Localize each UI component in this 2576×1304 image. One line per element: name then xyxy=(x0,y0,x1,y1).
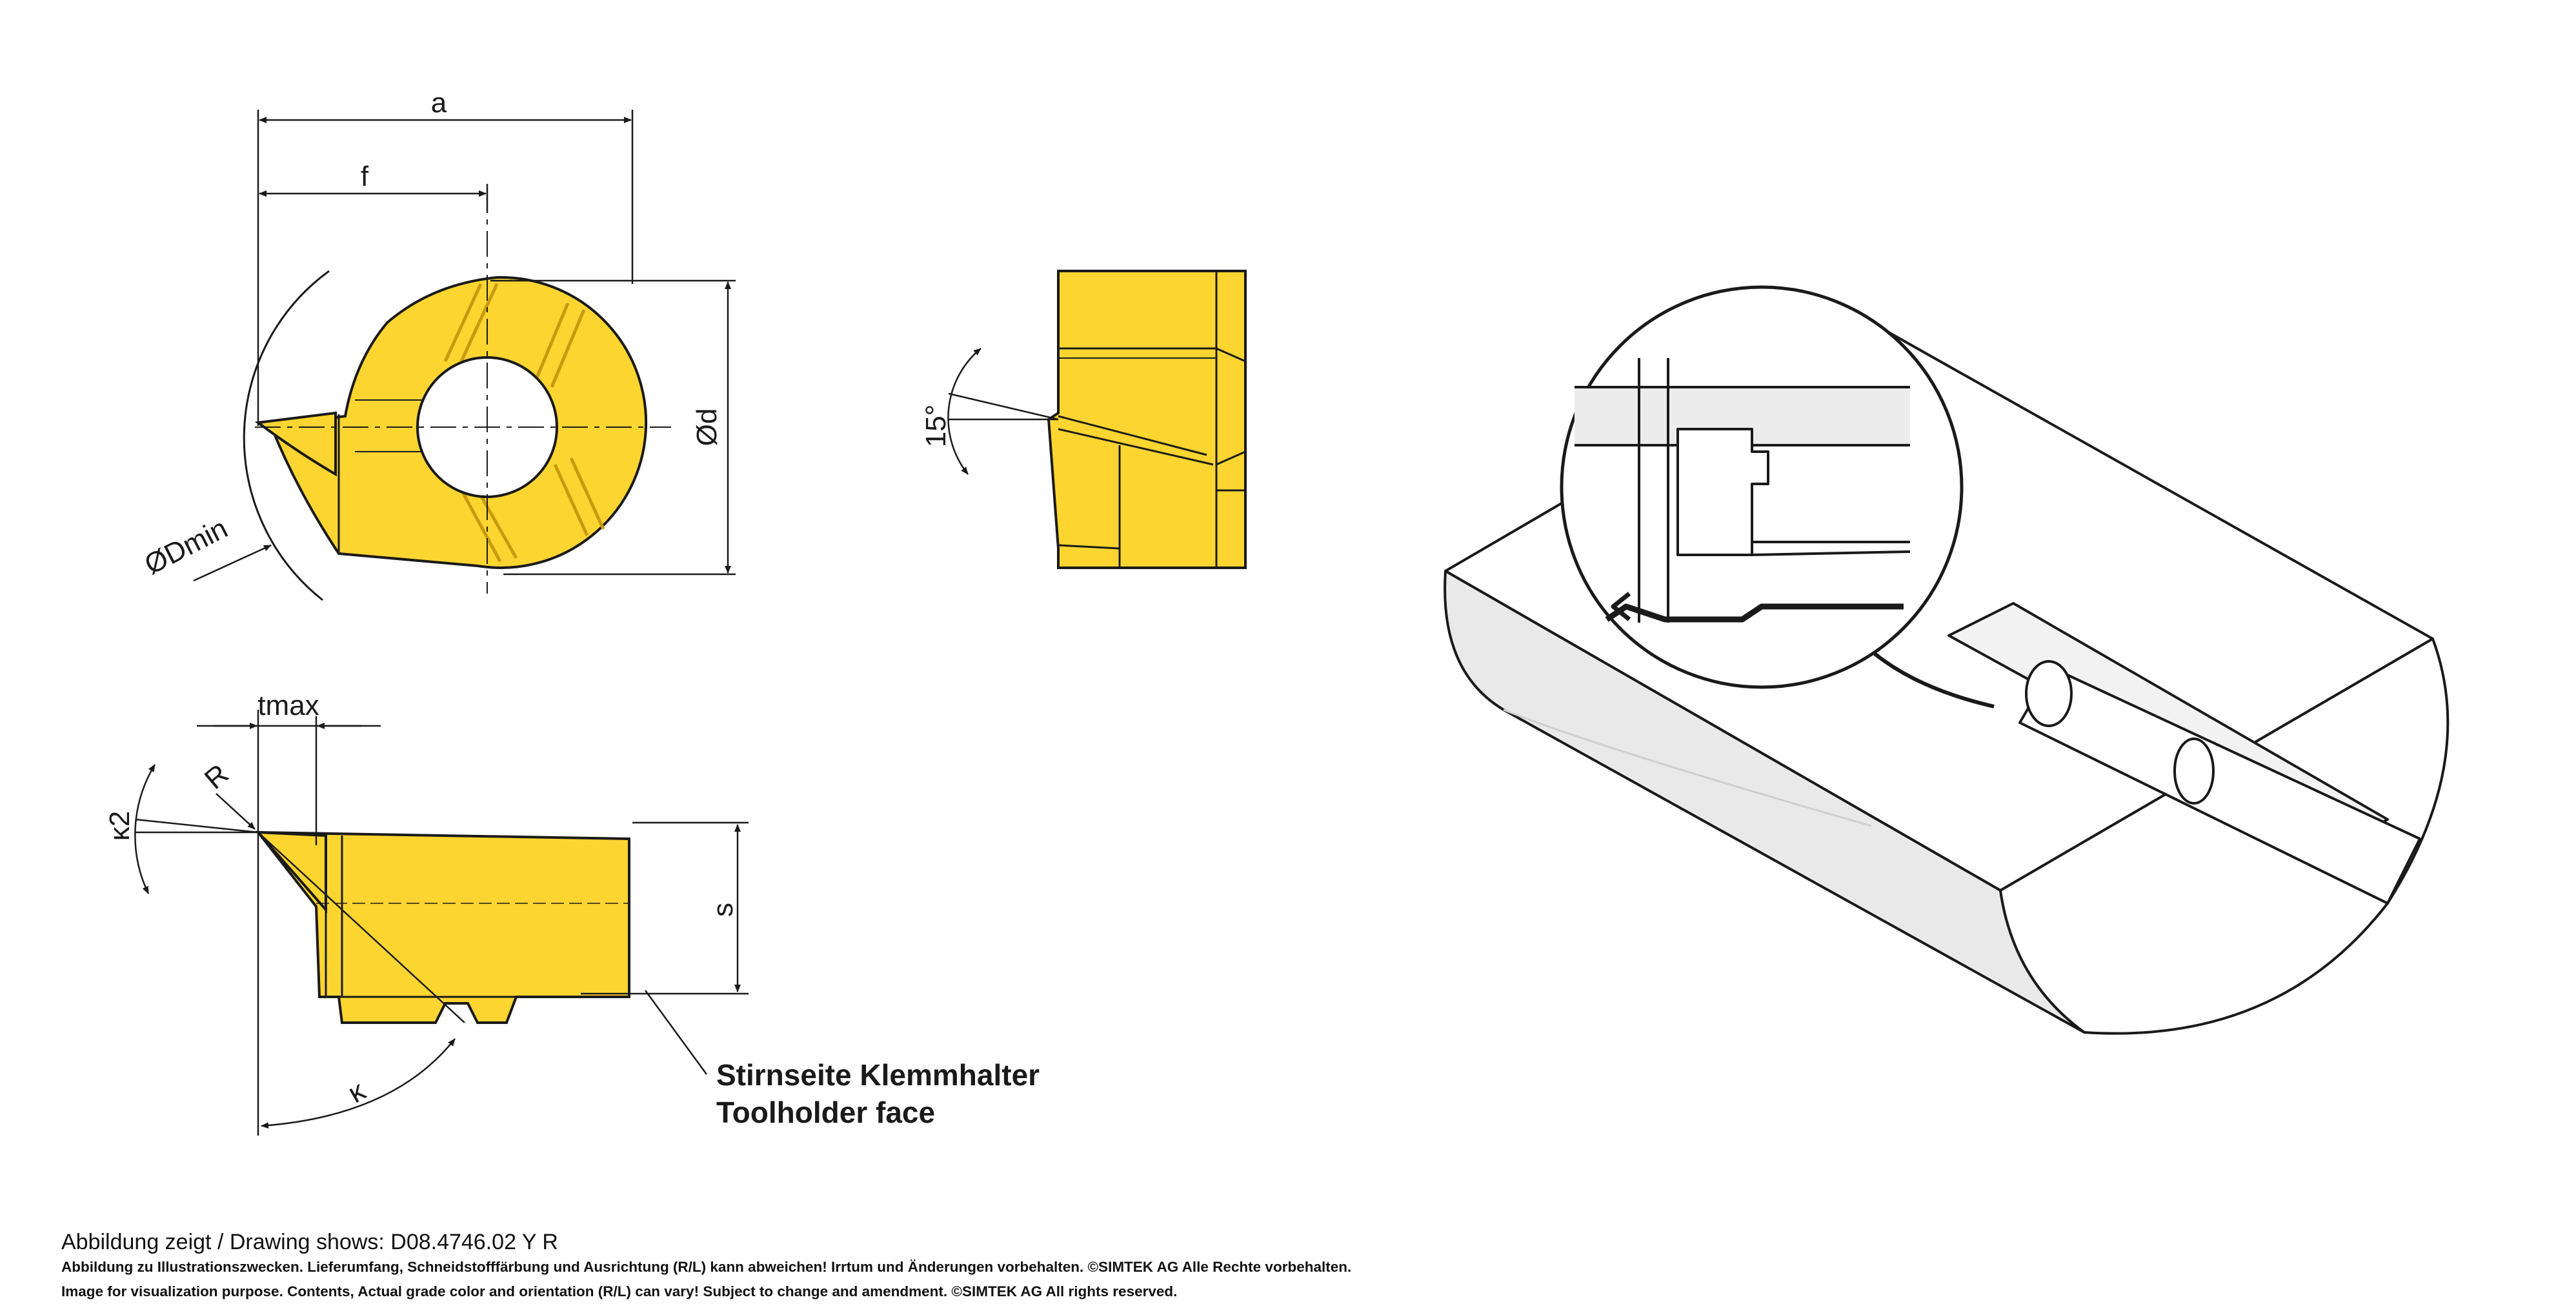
callout-line-1: Stirnseite Klemmhalter xyxy=(716,1058,1040,1092)
dim-s-label: s xyxy=(707,903,739,917)
side-view xyxy=(947,270,1247,569)
disclaimer-english: Image for visualization purpose. Content… xyxy=(61,1283,1178,1299)
callout-line-2: Toolholder face xyxy=(716,1096,935,1129)
insert-top-tip xyxy=(254,411,337,477)
top-view xyxy=(193,110,736,601)
detail-magnifier xyxy=(1560,285,1964,689)
dim-tmax-label: tmax xyxy=(257,690,319,721)
dim-a-label: a xyxy=(431,87,447,119)
dim-d-label: Ød xyxy=(691,408,723,446)
dim-r-label: R xyxy=(199,758,235,796)
disclaimer-german: Abbildung zu Illustrationszwecken. Liefe… xyxy=(61,1259,1352,1275)
workpiece-illustration xyxy=(1444,285,2450,1035)
bottom-view xyxy=(134,710,749,1136)
dim-kappa-label: κ xyxy=(343,1074,371,1109)
dim-dmin-label: ØDmin xyxy=(139,512,232,581)
drawing-shows-label: Abbildung zeigt / Drawing shows: D08.474… xyxy=(61,1230,558,1254)
dim-f-label: f xyxy=(361,161,369,192)
dim-k2-label: κ2 xyxy=(104,811,136,841)
insert-side-body xyxy=(1047,270,1247,569)
footer: Abbildung zeigt / Drawing shows: D08.474… xyxy=(61,1229,1351,1304)
workpiece-end-face xyxy=(1999,637,2450,1035)
dim-angle-15-label: 15° xyxy=(920,405,952,448)
